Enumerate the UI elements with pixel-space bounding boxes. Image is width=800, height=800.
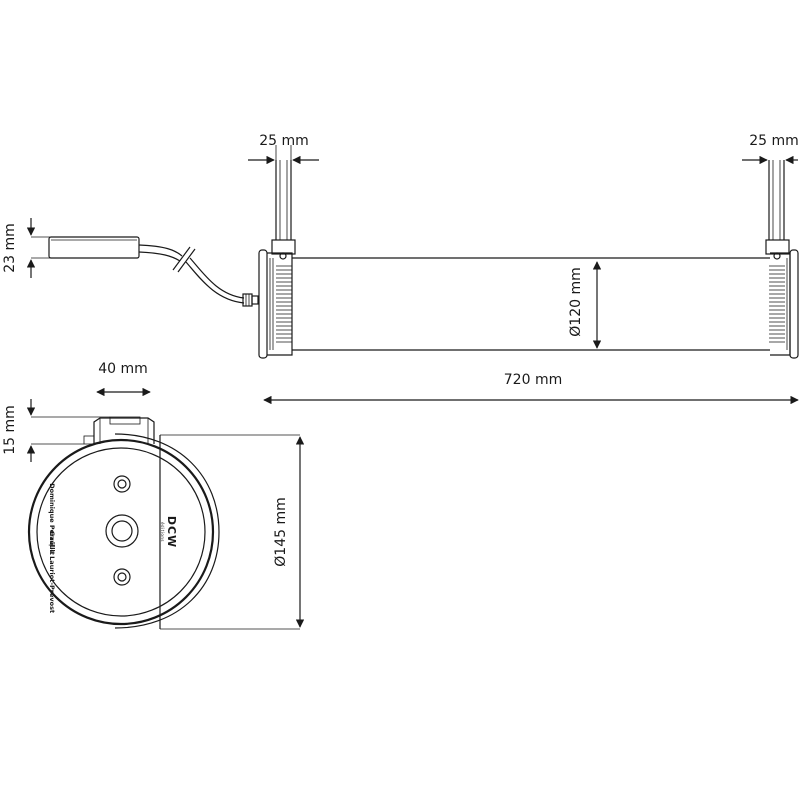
cap-diameter-label: Ø145 mm <box>273 497 289 566</box>
power-cable <box>138 244 259 307</box>
dimension-mount-width: 40 mm <box>96 361 151 397</box>
designer-separator: | <box>47 544 56 546</box>
left-clamp-ribs <box>276 265 292 343</box>
logo-text: DCW <box>165 516 178 548</box>
right-clamp-ribs <box>769 265 785 343</box>
bottom-screw-icon <box>113 568 131 586</box>
designer-line-1: Dominique Perrault <box>48 483 56 555</box>
center-knob-icon <box>105 514 139 548</box>
mounting-bracket <box>83 416 155 445</box>
logo-subtext: éditions <box>160 522 165 542</box>
bracket-left-width-label: 25 mm <box>259 133 309 149</box>
bracket-right-width-label: 25 mm <box>749 133 799 149</box>
driver-box <box>48 236 140 259</box>
right-end-cap <box>769 249 799 359</box>
mount-height-label: 15 mm <box>2 405 18 455</box>
dimension-driver-height: 23 mm <box>2 218 52 278</box>
right-wall-bracket <box>765 160 790 255</box>
top-screw-icon <box>113 475 131 493</box>
tube-body <box>292 257 770 351</box>
dimension-bracket-right: 25 mm <box>742 133 799 165</box>
dimension-cap-diameter: Ø145 mm <box>273 436 305 628</box>
tube-diameter-label: Ø120 mm <box>568 267 584 336</box>
side-view <box>48 160 799 359</box>
dcw-logo: DCW éditions <box>160 516 178 548</box>
designer-line-2: Gaëlle Lauriot-Prévost <box>48 531 56 613</box>
dimension-tube-length: 720 mm <box>263 372 799 405</box>
end-view: Dominique Perrault | Gaëlle Lauriot-Prév… <box>27 416 300 630</box>
tube-length-label: 720 mm <box>504 372 562 388</box>
left-wall-bracket <box>271 160 296 255</box>
left-end-cap <box>258 249 293 359</box>
mount-width-label: 40 mm <box>98 361 148 377</box>
dimension-mount-height: 15 mm <box>2 399 110 462</box>
dimension-tube-diameter: Ø120 mm <box>568 261 602 349</box>
dimension-bracket-left: 25 mm <box>248 133 319 165</box>
driver-height-label: 23 mm <box>2 223 18 273</box>
